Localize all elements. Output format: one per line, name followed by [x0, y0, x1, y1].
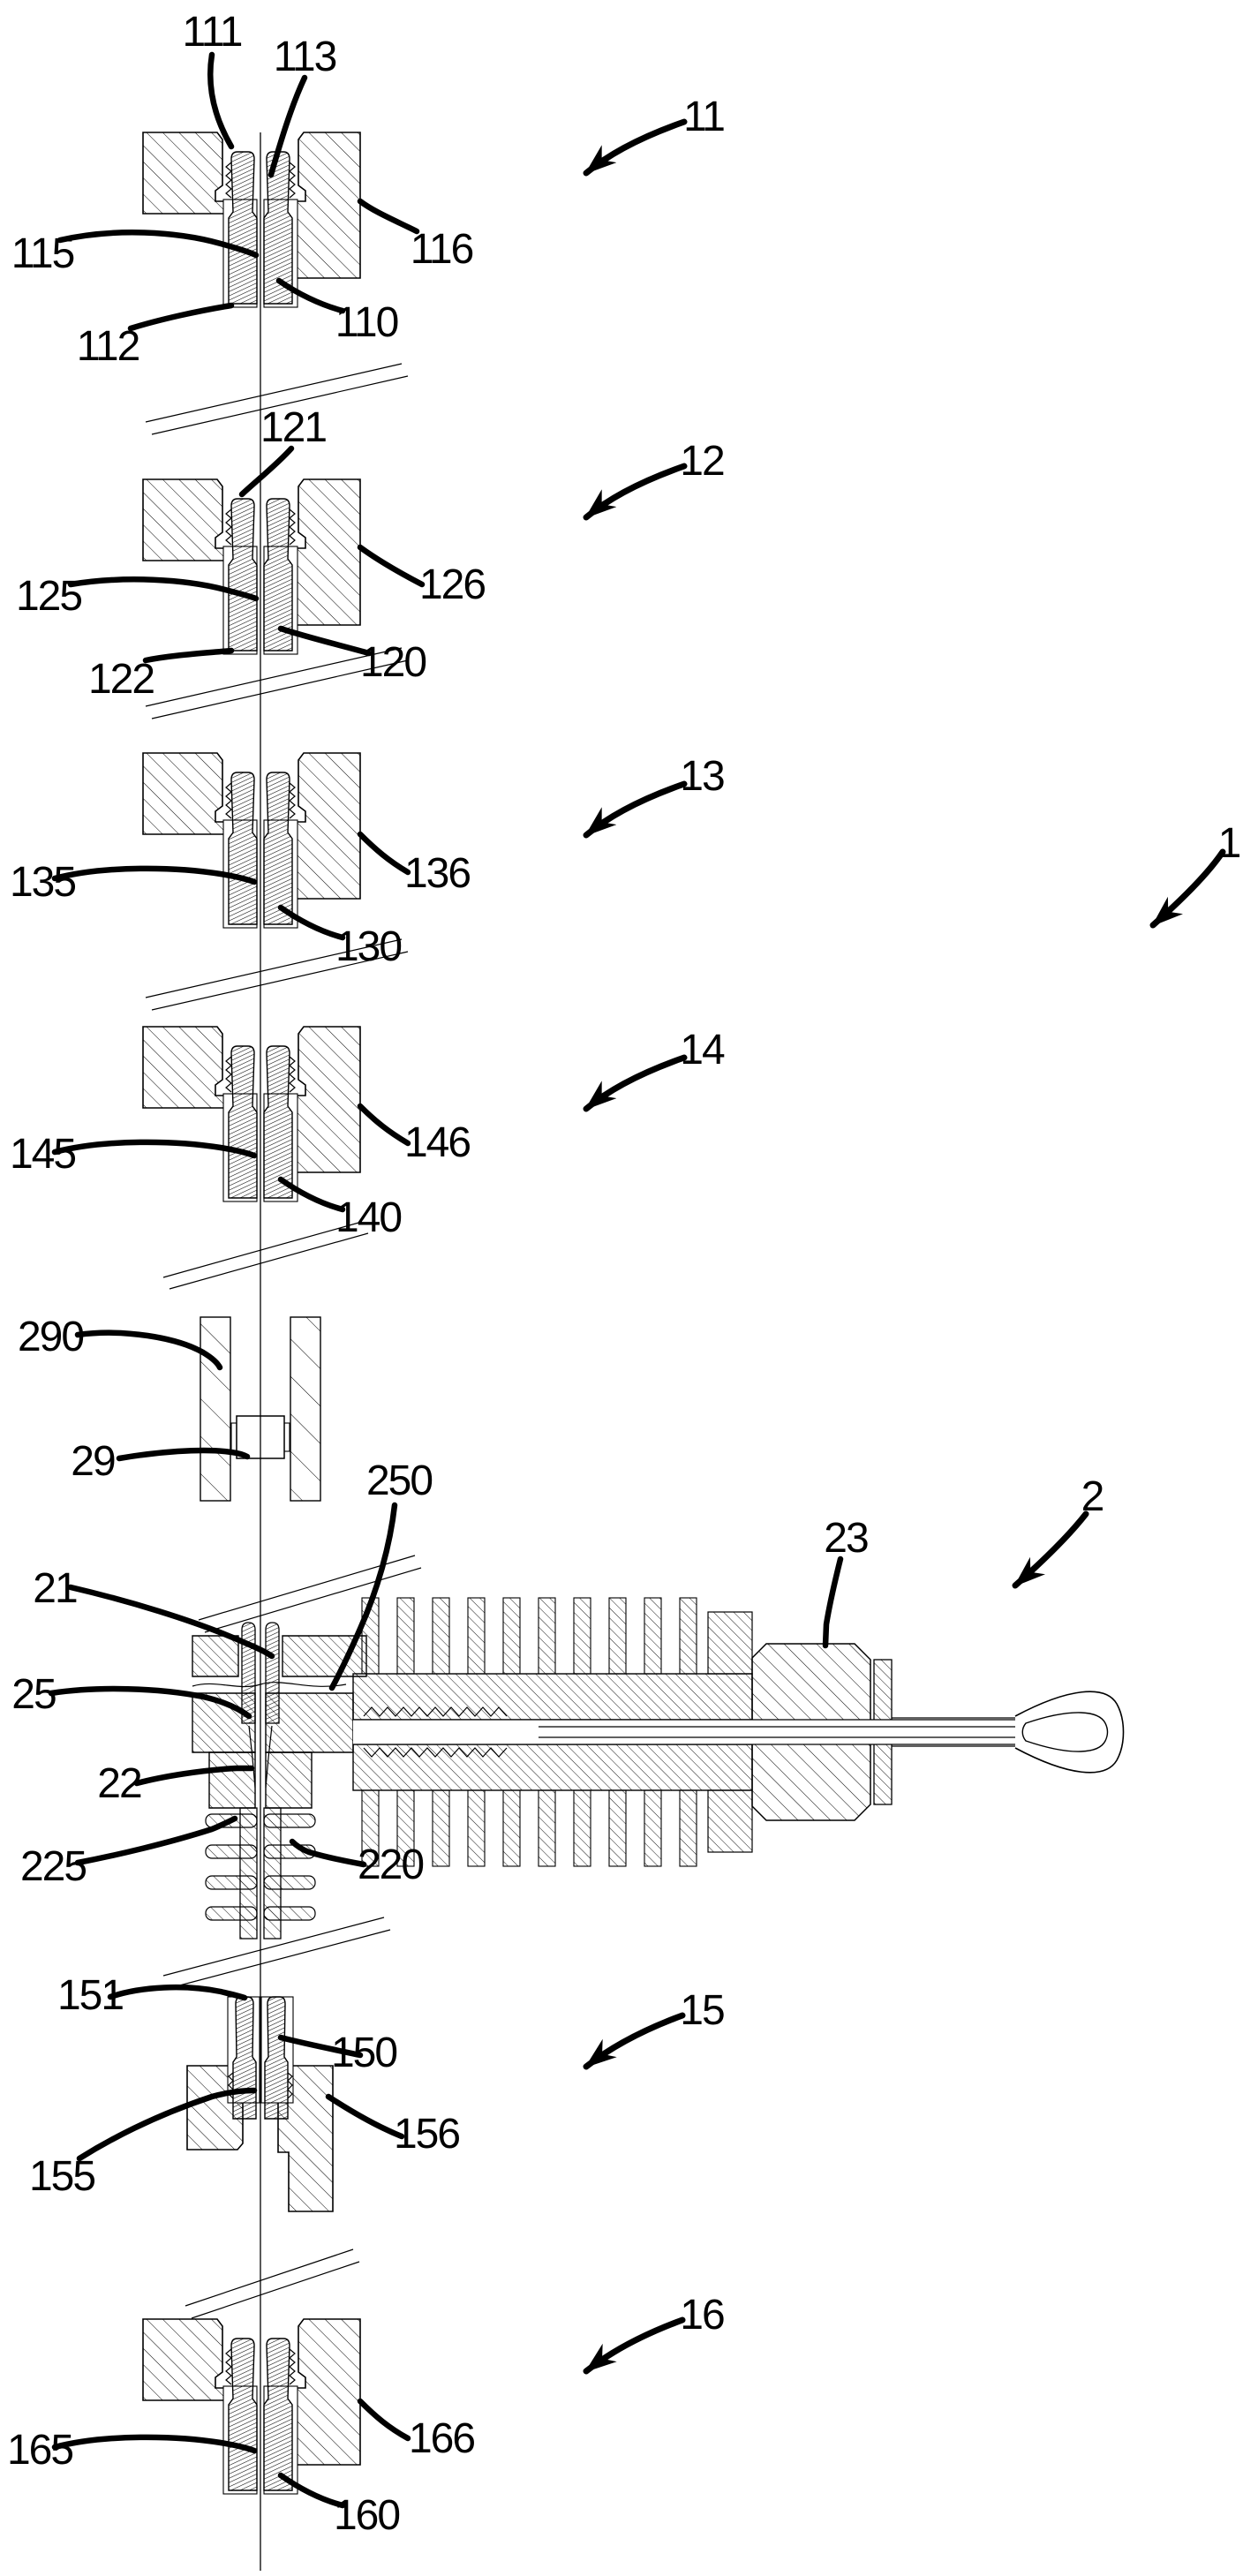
ref-label-156: 156: [394, 2111, 459, 2158]
arrow-16: [583, 2316, 686, 2375]
right-contact-stud: [264, 1996, 289, 2120]
assembly-13: [142, 752, 361, 929]
ref-label-151: 151: [57, 1972, 123, 2019]
ref-label-23: 23: [824, 1515, 868, 1562]
arrow-14: [583, 1054, 688, 1112]
tube-wall-bottom: [352, 1744, 753, 1791]
stop-tab-right: [283, 1422, 290, 1452]
ref-label-110: 110: [335, 299, 398, 346]
junction-body-right: [265, 1692, 354, 1753]
assembly-14: [142, 1026, 361, 1202]
section-break-lines: [145, 363, 422, 2319]
ref-label-290: 290: [18, 1314, 83, 1360]
ref-label-155: 155: [29, 2153, 94, 2200]
ref-label-14: 14: [680, 1027, 725, 1073]
ref-label-113: 113: [274, 34, 336, 80]
ref-label-1: 1: [1218, 820, 1240, 867]
ref-label-250: 250: [366, 1457, 432, 1504]
reference-numerals: 111 113 11 115 116 112 110 121 12 125 12…: [7, 9, 1242, 2539]
ref-label-121: 121: [260, 404, 326, 451]
right-guide-strip: [290, 1316, 321, 1502]
insulator-trunk-right: [263, 1807, 282, 1940]
arrow-12: [583, 463, 688, 521]
assembly-11: [142, 132, 361, 308]
ref-label-12: 12: [680, 438, 724, 485]
arrow-15: [583, 2012, 686, 2070]
ref-label-145: 145: [10, 1131, 75, 1178]
ref-label-165: 165: [7, 2427, 72, 2474]
ref-label-136: 136: [404, 850, 470, 897]
ref-label-22: 22: [97, 1760, 141, 1807]
ref-label-112: 112: [77, 323, 139, 370]
left-contact-stud: [232, 1996, 257, 2120]
ref-label-21: 21: [33, 1565, 77, 1612]
ref-label-125: 125: [16, 573, 81, 620]
guide-section: [200, 1316, 321, 1502]
ref-label-150: 150: [331, 2030, 396, 2076]
cooling-fins-top: [361, 1597, 753, 1675]
ref-label-146: 146: [404, 1119, 470, 1166]
leader-lines: [48, 51, 844, 2509]
ref-label-15: 15: [680, 1987, 724, 2034]
arrow-13: [583, 780, 688, 839]
ref-label-25: 25: [11, 1671, 56, 1718]
arrow-11: [583, 118, 688, 177]
junction-plate-left: [192, 1635, 239, 1677]
ref-label-140: 140: [335, 1194, 401, 1241]
insulator-shoulder-right: [265, 1751, 313, 1809]
tube-wall-top: [352, 1673, 753, 1721]
feedthrough-assembly-2: [192, 1597, 1125, 1940]
arrow-1: [1149, 848, 1226, 929]
section-arrows: [583, 118, 1226, 2375]
central-bore: [353, 1720, 1015, 1744]
eye-loop-slot: [1021, 1712, 1109, 1752]
ref-label-116: 116: [411, 226, 473, 273]
ref-label-160: 160: [334, 2492, 399, 2539]
insulator-shoulder-left: [208, 1751, 256, 1809]
ref-label-29: 29: [71, 1438, 115, 1485]
arrow-2: [1012, 1510, 1089, 1589]
ref-label-166: 166: [409, 2415, 474, 2462]
ref-label-220: 220: [358, 1842, 423, 1888]
stop-tab-left: [230, 1422, 237, 1452]
ref-label-2: 2: [1081, 1473, 1104, 1520]
right-thread-serration: [287, 2072, 293, 2099]
ref-label-135: 135: [10, 859, 75, 906]
ref-label-115: 115: [11, 230, 74, 277]
ref-label-225: 225: [20, 1843, 86, 1890]
insulator-trunk-left: [239, 1807, 258, 1940]
ref-label-130: 130: [335, 923, 401, 970]
assembly-16: [142, 2318, 361, 2495]
ref-label-111: 111: [183, 9, 242, 56]
cooling-fins-bottom: [361, 1789, 753, 1867]
thread-profile-top: [363, 1706, 508, 1717]
thread-profile-bottom: [363, 1747, 508, 1758]
ref-label-120: 120: [360, 639, 426, 686]
ref-label-122: 122: [88, 656, 154, 703]
ref-label-126: 126: [419, 561, 485, 608]
left-guide-strip: [200, 1316, 231, 1502]
assembly-12: [142, 478, 361, 655]
ref-label-16: 16: [680, 2292, 724, 2339]
ref-label-11: 11: [683, 94, 724, 140]
ref-label-13: 13: [680, 753, 724, 800]
